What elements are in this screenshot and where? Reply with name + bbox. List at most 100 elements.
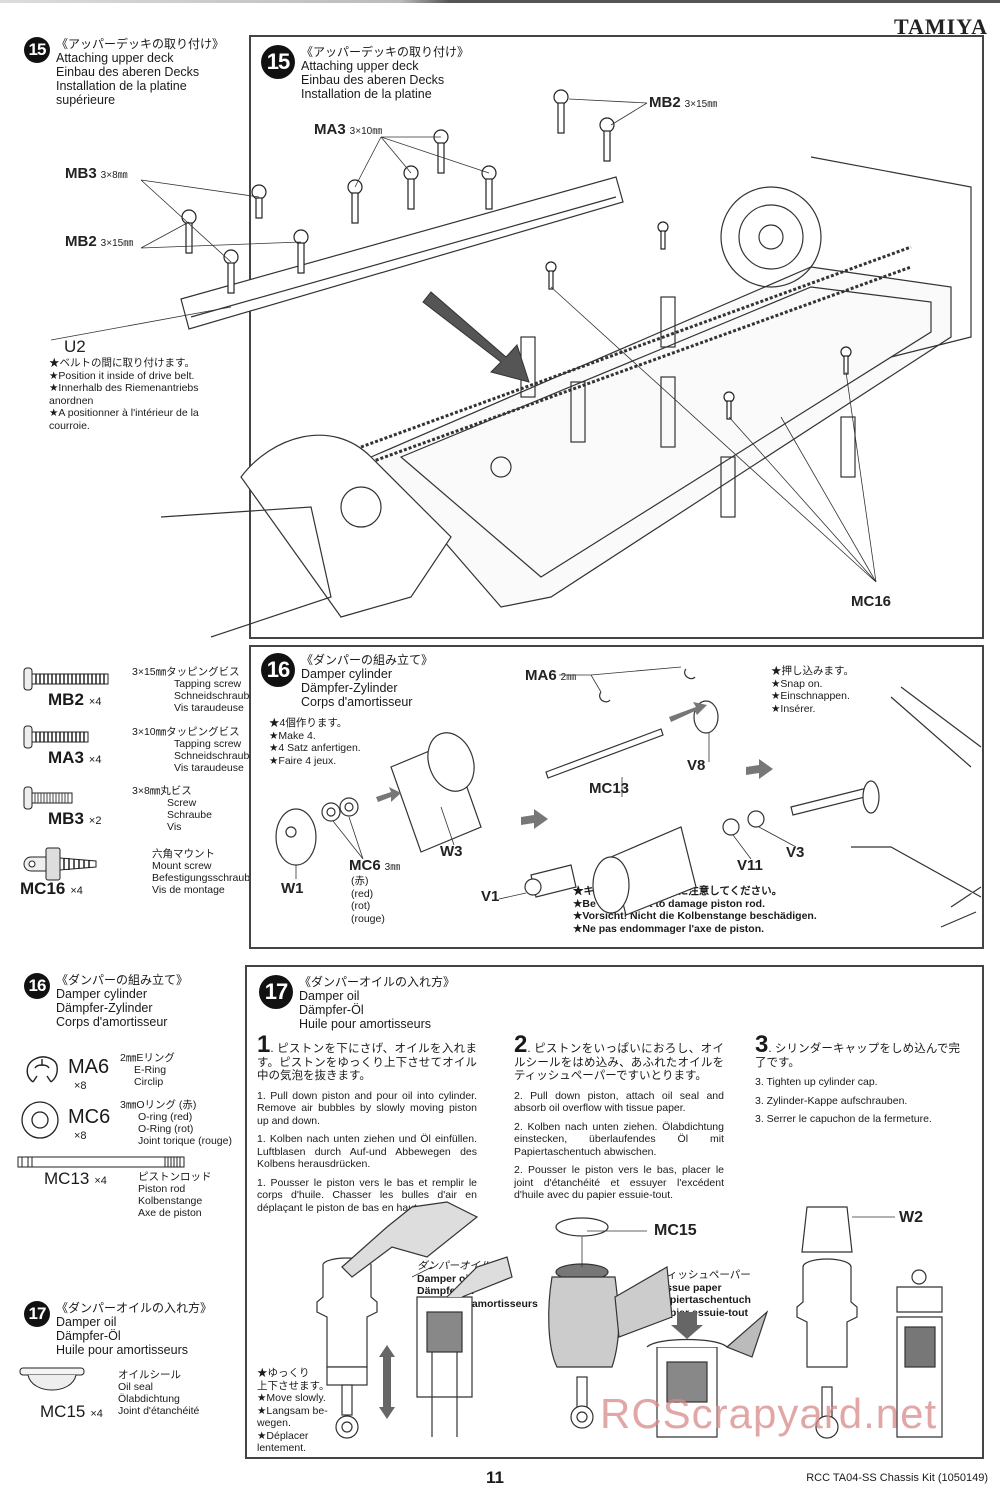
part-label-mc13: MC13 bbox=[589, 780, 630, 797]
step-title-en: Attaching upper deck bbox=[301, 59, 419, 73]
step-title-fr: Installation de la platine supérieure bbox=[56, 79, 187, 107]
step-text-en: 1. Pull down piston and pour oil into cy… bbox=[257, 1089, 477, 1127]
part-qty: ×2 bbox=[88, 815, 102, 827]
part-label-w3: W3 bbox=[440, 843, 463, 860]
part-desc-en: Screw bbox=[167, 797, 197, 809]
damper-oil-illustration bbox=[316, 1201, 943, 1439]
note-line: ★Move slowly. bbox=[257, 1392, 326, 1404]
note-jp: ★4個作ります。 bbox=[269, 717, 348, 729]
part-qty: ×8 bbox=[74, 1130, 87, 1142]
part-desc-jp: 3㎜Oリング (赤) bbox=[120, 1099, 197, 1111]
part-label-v1: V1 bbox=[481, 888, 500, 905]
part-code: MC16 bbox=[20, 879, 66, 898]
damper-cylinder-illustration bbox=[275, 666, 982, 928]
step15-header: 15 《アッパーデッキの取り付け》 Attaching upper deck E… bbox=[261, 45, 469, 101]
instruction-step-2: 2. ピストンをいっぱいにおろし、オイルシールをはめ込み、あふれたオイルをティッ… bbox=[514, 1031, 724, 1202]
snap-on-notes: ★押し込みます。 ★Snap on. ★Einschnappen. ★Insér… bbox=[771, 665, 854, 715]
part-item-ma6: MA6 ×8 2㎜Eリング E-Ring Circlip bbox=[20, 1050, 245, 1100]
part-label-v3: V3 bbox=[786, 844, 805, 861]
step-text-fr: 1. Pousser le piston vers le bas et remp… bbox=[257, 1176, 477, 1214]
part-code: MA6 bbox=[68, 1056, 110, 1078]
sidebar-step17-header: 17 《ダンパーオイルの入れ方》 Damper oil Dämpfer-Öl H… bbox=[24, 1301, 241, 1357]
instruction-step-1: 1. ピストンを下にさげ、オイルを入れます。ピストンをゆっくり上下させてオイル中… bbox=[257, 1031, 477, 1214]
step-title-de: Dämpfer-Öl bbox=[56, 1329, 121, 1343]
part-qty: ×4 bbox=[70, 885, 83, 897]
label-size: 3×8㎜ bbox=[100, 170, 128, 181]
o-ring-icon bbox=[21, 1101, 59, 1139]
step-text-jp: ピストンを下にさげ、オイルを入れます。ピストンをゆっくり上下させてオイル中の気泡… bbox=[257, 1043, 477, 1082]
label-jp: ティッシュペーパー bbox=[657, 1269, 751, 1281]
label-en: Tissue paper bbox=[657, 1281, 722, 1294]
part-code: MC15 bbox=[40, 1402, 86, 1421]
note-jp: ★押し込みます。 bbox=[771, 665, 854, 677]
note-en: ★Position it inside of drive belt. bbox=[49, 369, 195, 382]
note-line: ★Déplacer bbox=[257, 1429, 309, 1442]
part-desc-de: Schraube bbox=[167, 809, 212, 821]
brand-logo: TAMIYA bbox=[893, 14, 988, 39]
part-desc-fr: Vis de montage bbox=[152, 884, 225, 896]
step-title-fr: Installation de la platine bbox=[301, 87, 432, 101]
part-desc-fr: Vis bbox=[167, 821, 182, 833]
color-en: (red) bbox=[351, 887, 374, 900]
make-four-notes: ★4個作ります。 ★Make 4. ★4 Satz anfertigen. ★F… bbox=[269, 717, 361, 767]
watermark: RCScrapyard.net bbox=[600, 1390, 938, 1437]
sidebar-step15-header: 15 《アッパーデッキの取り付け》 Attaching upper deck E… bbox=[24, 37, 241, 107]
part-label-w1: W1 bbox=[281, 880, 304, 897]
part-desc-jp: ピストンロッド bbox=[138, 1171, 212, 1183]
sidebar-step16-header: 16 《ダンパーの組み立て》 Damper cylinder Dämpfer-Z… bbox=[24, 973, 241, 1029]
step-text-de: 1. Kolben nach unten ziehen und Öl einfü… bbox=[257, 1133, 477, 1170]
mount-screw-icon bbox=[23, 847, 97, 881]
step-title-fr: Corps d'amortisseur bbox=[301, 695, 413, 709]
note-en: ★Make 4. bbox=[269, 729, 316, 742]
e-ring-icon bbox=[26, 1056, 58, 1083]
part-desc-fr: Vis taraudeuse bbox=[174, 702, 244, 714]
note-de: ★Einschnappen. bbox=[771, 690, 850, 702]
step-title-de: Einbau des aberen Decks bbox=[56, 65, 200, 79]
label-code: MB2 bbox=[65, 233, 97, 250]
step-title-de: Dämpfer-Öl bbox=[299, 1003, 364, 1017]
step-title-en: Attaching upper deck bbox=[56, 51, 174, 65]
step-title-en: Damper oil bbox=[299, 989, 360, 1003]
color-de: (rot) bbox=[351, 900, 371, 912]
part-desc-fr: Vis taraudeuse bbox=[174, 762, 244, 774]
part-desc-de: Schneidschraube bbox=[174, 750, 256, 762]
part-code: MC6 bbox=[68, 1106, 111, 1128]
u2-notes: ★ベルトの間に取り付けます。 ★Position it inside of dr… bbox=[49, 357, 209, 432]
part-code: MC13 bbox=[44, 1169, 90, 1188]
part-label-w2: W2 bbox=[899, 1209, 923, 1226]
part-code: MB2 bbox=[48, 690, 84, 709]
part-desc-en: Tapping screw bbox=[174, 738, 242, 750]
part-desc-fr: Joint d'étanchéité bbox=[118, 1405, 200, 1417]
part-desc-jp: 六角マウント bbox=[152, 848, 215, 860]
part-desc-de: Befestigungsschraube bbox=[152, 872, 256, 884]
part-desc-de: Ölabdichtung bbox=[118, 1393, 180, 1405]
step-title-jp: 《ダンパーの組み立て》 bbox=[56, 973, 189, 987]
page-number: 11 bbox=[486, 1468, 504, 1487]
step17-header: 17 《ダンパーオイルの入れ方》 Damper oil Dämpfer-Öl H… bbox=[259, 975, 455, 1031]
part-desc-en: O-ring (red) bbox=[138, 1111, 193, 1123]
label-size: 3×10㎜ bbox=[349, 126, 383, 137]
note-line: ★Langsam be- bbox=[257, 1404, 328, 1417]
step-text-en: 3. Tighten up cylinder cap. bbox=[755, 1076, 878, 1088]
part-desc-de: O-Ring (rot) bbox=[138, 1123, 194, 1135]
instruction-step-3: 3. シリンダーキャップをしめ込んで完了です。 3. Tighten up cy… bbox=[755, 1031, 960, 1126]
step-title-jp: 《アッパーデッキの取り付け》 bbox=[301, 45, 470, 59]
part-code: MB3 bbox=[48, 809, 84, 828]
step-title-jp: 《ダンパーの組み立て》 bbox=[301, 653, 434, 667]
label-en: Damper oil bbox=[417, 1272, 472, 1285]
step-number-badge: 17 bbox=[259, 975, 293, 1009]
part-qty: ×4 bbox=[88, 696, 102, 708]
label-size: 2㎜ bbox=[560, 672, 577, 683]
part-desc-jp: 3×8㎜丸ビス bbox=[132, 785, 192, 797]
note-line: lentement. bbox=[257, 1442, 307, 1454]
note-jp: ★ベルトの間に取り付けます。 bbox=[49, 357, 195, 369]
step-number-badge: 17 bbox=[24, 1301, 50, 1327]
step-number-badge: 16 bbox=[24, 973, 50, 999]
part-desc-en: E-Ring bbox=[134, 1064, 167, 1076]
part-item-mc13: MC13×4 ピストンロッド Piston rod Kolbenstange A… bbox=[16, 1155, 246, 1225]
label-jp: ダンパーオイル bbox=[417, 1260, 491, 1272]
move-slowly-notes: ★ゆっくり 上下させます。 ★Move slowly. ★Langsam be-… bbox=[257, 1367, 329, 1455]
step-title-fr: Corps d'amortisseur bbox=[56, 1015, 168, 1029]
